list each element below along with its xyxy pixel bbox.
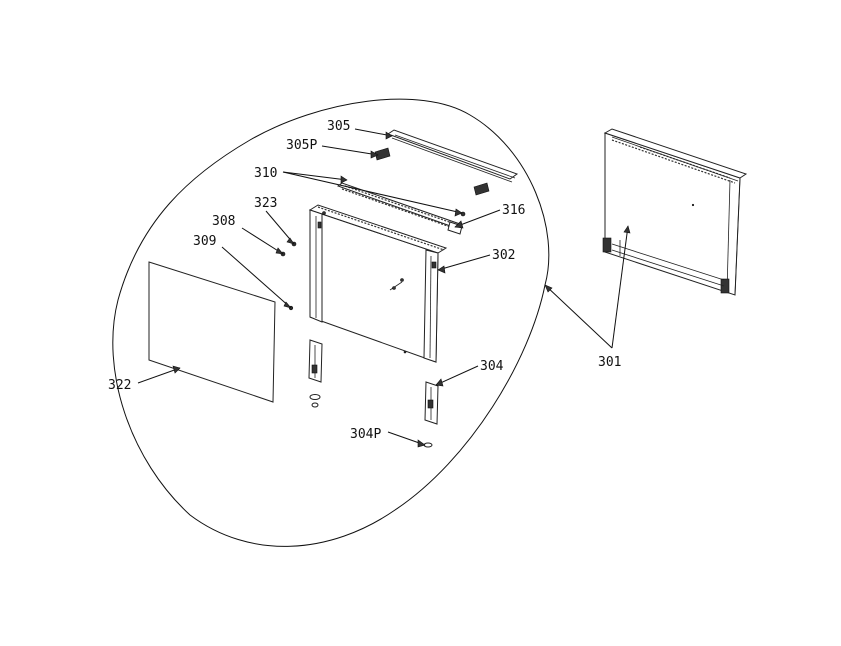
trim-clip-305p: [374, 147, 490, 196]
label-305p: 305P: [286, 138, 317, 153]
label-310: 310: [254, 166, 277, 181]
exploded-view-boundary: [112, 98, 550, 547]
label-304: 304: [480, 359, 504, 374]
label-322: 322: [108, 378, 131, 393]
glass-panel-322: [148, 261, 276, 403]
hinge-left: [308, 339, 323, 408]
inner-door-panel-302: [308, 204, 448, 363]
label-301: 301: [598, 355, 621, 370]
label-308: 308: [212, 214, 235, 229]
leader-lines: [137, 128, 629, 446]
label-305: 305: [327, 119, 350, 134]
label-323: 323: [254, 196, 277, 211]
assembled-door-301: [602, 128, 748, 296]
label-304p: 304P: [350, 427, 381, 442]
label-302: 302: [492, 248, 515, 263]
label-309: 309: [193, 234, 216, 249]
hinge-304: [424, 381, 439, 425]
label-316: 316: [502, 203, 525, 218]
top-trim-305: [386, 129, 519, 183]
arrowheads: [172, 131, 631, 448]
